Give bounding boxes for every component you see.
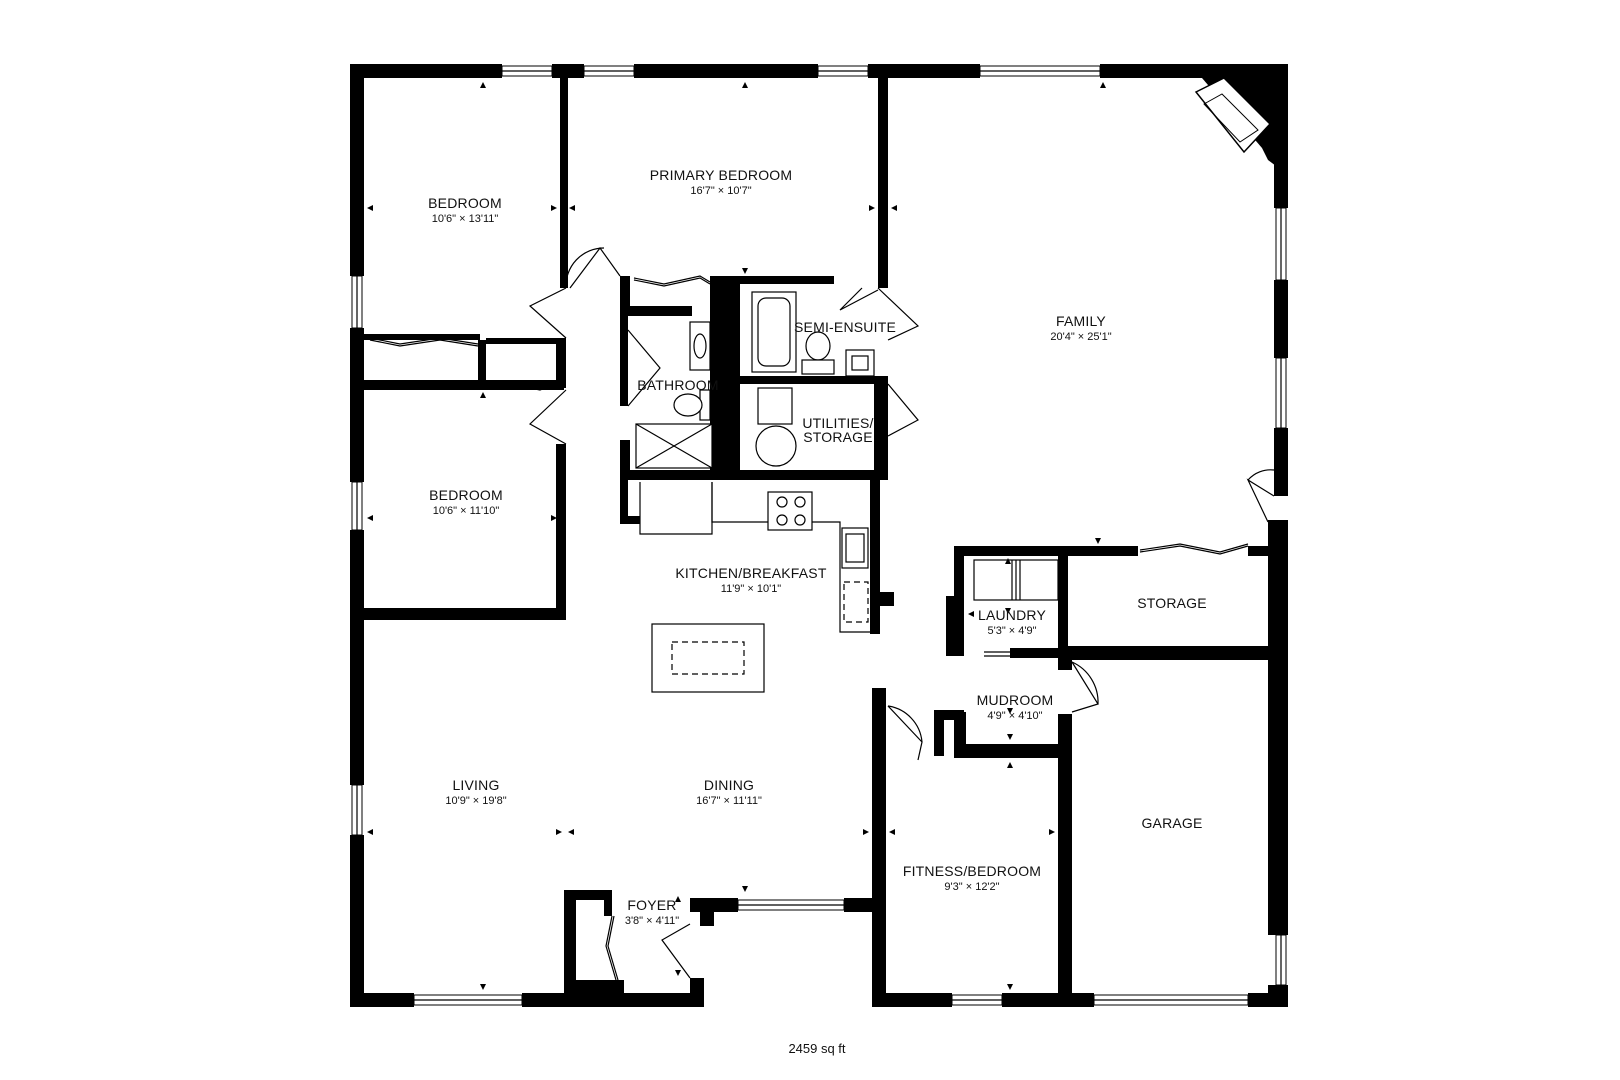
room-labels: BEDROOM 10'6" × 13'11" PRIMARY BEDROOM 1…: [428, 167, 1207, 927]
fixtures: [635, 291, 1059, 693]
bedroom-1-dims: 10'6" × 13'11": [432, 213, 499, 225]
living-name: LIVING: [452, 777, 499, 793]
utilities-name-line2: STORAGE: [803, 429, 873, 445]
fitness-bedroom-dims: 9'3" × 12'2": [944, 881, 999, 893]
kitchen-name: KITCHEN/BREAKFAST: [675, 565, 826, 581]
living-dims: 10'9" × 19'8": [445, 795, 506, 807]
dimension-ticks: [367, 82, 1106, 990]
garage-name: GARAGE: [1141, 815, 1202, 831]
bathroom-name: BATHROOM: [637, 377, 718, 393]
fitness-bedroom-name: FITNESS/BEDROOM: [903, 863, 1041, 879]
total-area-label: 2459 sq ft: [788, 1041, 845, 1056]
dining-dims: 16'7" × 11'11": [696, 795, 762, 807]
mudroom-dims: 4'9" × 4'10": [987, 710, 1042, 722]
foyer-name: FOYER: [627, 897, 676, 913]
primary-bedroom-dims: 16'7" × 10'7": [690, 185, 751, 197]
fireplace: [1194, 77, 1272, 154]
interior-walls: [364, 78, 1288, 1007]
doors: [528, 246, 1275, 979]
kitchen-dims: 11'9" × 10'1": [721, 583, 782, 595]
laundry-dims: 5'3" × 4'9": [987, 625, 1036, 637]
utilities-name-line1: UTILITIES/: [802, 415, 873, 431]
bedroom-2-dims: 10'6" × 11'10": [433, 505, 500, 517]
semi-ensuite-name: SEMI-ENSUITE: [794, 319, 896, 335]
family-dims: 20'4" × 25'1": [1050, 331, 1111, 343]
family-name: FAMILY: [1056, 313, 1106, 329]
mudroom-name: MUDROOM: [977, 692, 1054, 708]
dining-name: DINING: [704, 777, 754, 793]
bedroom-2-name: BEDROOM: [429, 487, 503, 503]
primary-bedroom-name: PRIMARY BEDROOM: [650, 167, 793, 183]
closet-doors: [369, 275, 1249, 981]
foyer-dims: 3'8" × 4'11": [625, 915, 679, 927]
bedroom-1-name: BEDROOM: [428, 195, 502, 211]
laundry-name: LAUNDRY: [978, 607, 1047, 623]
exterior-walls: [350, 64, 1288, 1007]
storage-name: STORAGE: [1137, 595, 1207, 611]
